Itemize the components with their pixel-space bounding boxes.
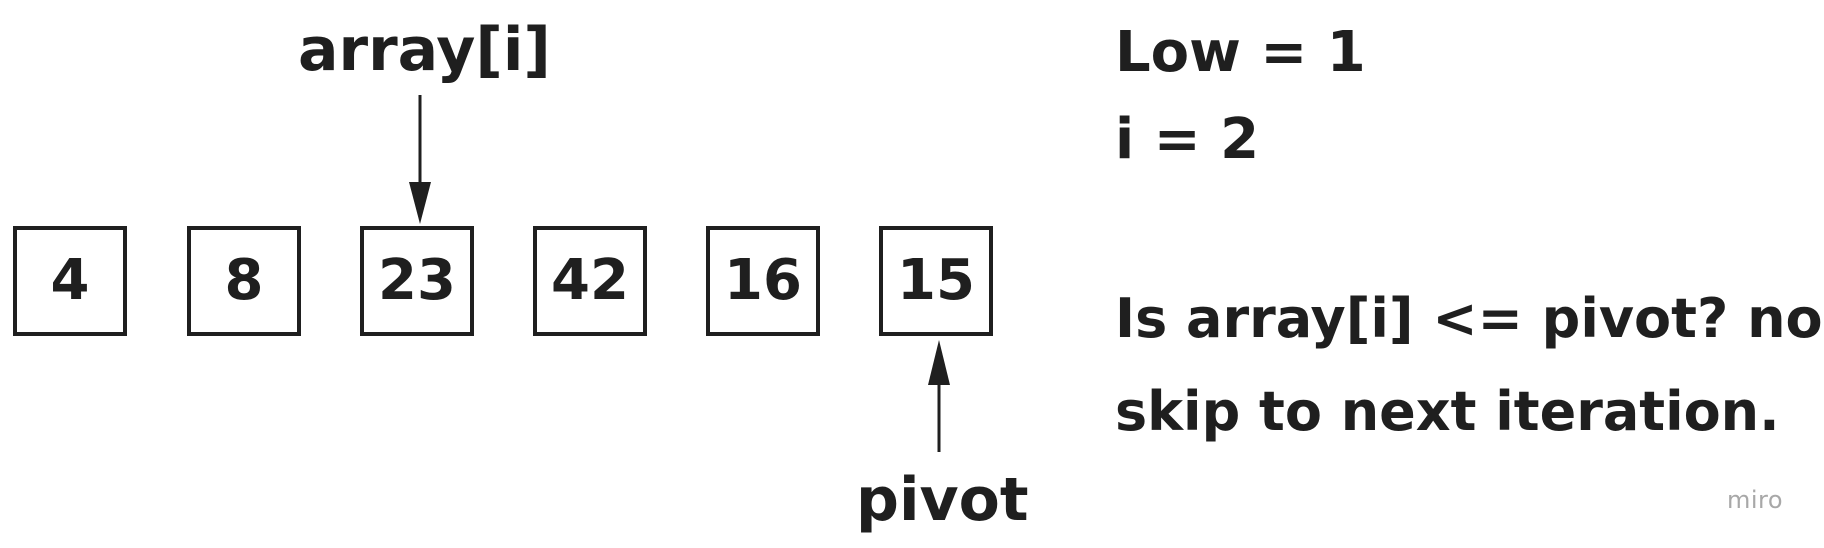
array-cell: 8	[187, 226, 301, 336]
array-cell: 42	[533, 226, 647, 336]
array-cell: 16	[706, 226, 820, 336]
array-cell-value: 23	[378, 248, 456, 313]
low-value-text: Low = 1	[1115, 20, 1366, 85]
array-cell-pivot: 15	[879, 226, 993, 336]
array-cell-current: 23	[360, 226, 474, 336]
array-i-arrow-head	[409, 182, 431, 224]
array-cell-value: 16	[724, 248, 802, 313]
pivot-arrow-head	[928, 340, 950, 385]
array-i-pointer-label: array[i]	[298, 15, 551, 85]
miro-watermark: miro	[1727, 486, 1784, 514]
next-iteration-text: skip to next iteration.	[1115, 380, 1780, 443]
array-cell-value: 4	[50, 248, 90, 313]
pivot-pointer-label: pivot	[856, 465, 1029, 535]
i-value-text: i = 2	[1115, 107, 1260, 172]
array-cell-value: 42	[551, 248, 629, 313]
array-cell-value: 8	[224, 248, 264, 313]
array-cell: 4	[13, 226, 127, 336]
array-cell-value: 15	[897, 248, 975, 313]
comparison-question-text: Is array[i] <= pivot? no	[1115, 287, 1823, 350]
